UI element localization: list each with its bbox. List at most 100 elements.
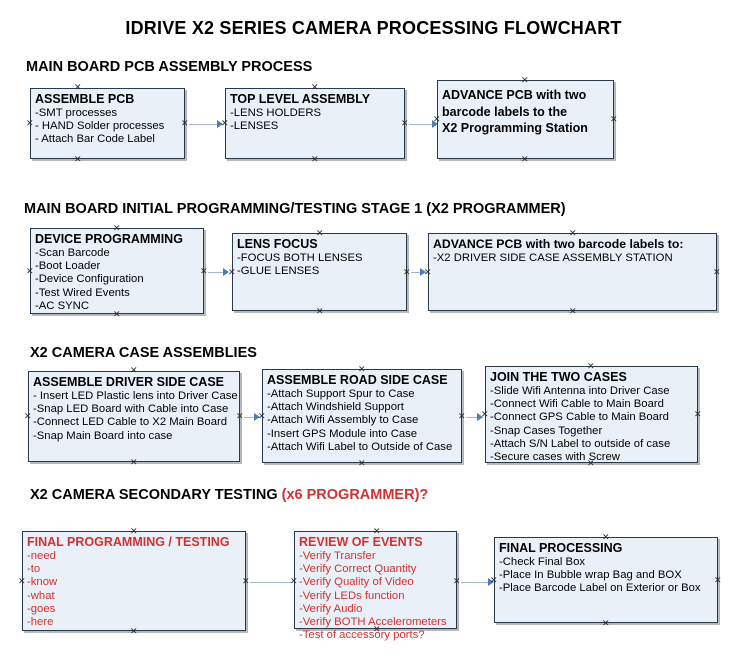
arrowhead-icon [488, 578, 494, 586]
box-device-programming[interactable]: DEVICE PROGRAMMING -Scan Barcode -Boot L… [30, 228, 204, 314]
box-final-programming-testing[interactable]: FINAL PROGRAMMING / TESTING -need -to -k… [22, 531, 246, 631]
handle-bottom-icon[interactable]: ✕ [311, 154, 319, 164]
box-line: -Scan Barcode [35, 247, 110, 259]
handle-bottom-icon[interactable]: ✕ [373, 624, 381, 634]
box-top-level-assembly[interactable]: TOP LEVEL ASSEMBLY -LENS HOLDERS -LENSES [225, 88, 405, 159]
box-line: -here [27, 616, 54, 629]
handle-right-icon[interactable]: ✕ [200, 266, 208, 276]
box-line: - HAND Solder processes [35, 120, 165, 133]
box-header: JOIN THE TWO CASES [490, 370, 627, 384]
box-join-the-two-cases[interactable]: JOIN THE TWO CASES -Slide Wifi Antenna i… [485, 366, 698, 463]
box-review-of-events[interactable]: REVIEW OF EVENTS -Verify Transfer -Verif… [294, 531, 457, 641]
handle-left-icon[interactable]: ✕ [424, 267, 432, 277]
arrowhead-icon [217, 120, 223, 128]
handle-top-icon[interactable]: ✕ [373, 526, 381, 536]
handle-bottom-icon[interactable]: ✕ [358, 458, 366, 468]
handle-left-icon[interactable]: ✕ [24, 411, 32, 421]
handle-left-icon[interactable]: ✕ [433, 114, 441, 124]
section-heading-x2-camera-case-assemblies: X2 CAMERA CASE ASSEMBLIES [30, 345, 257, 361]
box-line: -Place In Bubble wrap Bag and BOX [499, 569, 682, 582]
handle-right-icon[interactable]: ✕ [401, 118, 409, 128]
handle-top-icon[interactable]: ✕ [587, 361, 595, 371]
box-assemble-driver-side-case[interactable]: ASSEMBLE DRIVER SIDE CASE - Insert LED P… [28, 371, 240, 462]
handle-right-icon[interactable]: ✕ [453, 576, 461, 586]
arrowhead-icon [477, 413, 483, 421]
handle-top-icon[interactable]: ✕ [358, 364, 366, 374]
handle-right-icon[interactable]: ✕ [610, 114, 618, 124]
box-header: DEVICE PROGRAMMING [35, 232, 183, 246]
handle-bottom-icon[interactable]: ✕ [130, 457, 138, 467]
handle-left-icon[interactable]: ✕ [26, 266, 34, 276]
box-advance-pcb-to-driver-side-case-station[interactable]: ADVANCE PCB with two barcode labels to: … [428, 233, 717, 311]
handle-left-icon[interactable]: ✕ [258, 411, 266, 421]
box-line: -FOCUS BOTH LENSES [237, 252, 363, 264]
handle-bottom-icon[interactable]: ✕ [602, 618, 610, 628]
box-line: -Verify LEDs function [299, 589, 405, 602]
connector-final-programming-to-review-of-events [250, 582, 292, 583]
box-header: FINAL PROCESSING [499, 541, 623, 555]
box-line: -Verify BOTH Accelerometers [299, 616, 447, 629]
handle-right-icon[interactable]: ✕ [713, 267, 721, 277]
handle-right-icon[interactable]: ✕ [242, 576, 250, 586]
box-header: REVIEW OF EVENTS [299, 535, 423, 549]
handle-left-icon[interactable]: ✕ [26, 118, 34, 128]
handle-bottom-icon[interactable]: ✕ [521, 154, 529, 164]
section-heading-text: X2 CAMERA CASE ASSEMBLIES [30, 345, 257, 361]
box-line: barcode labels to the [442, 104, 568, 119]
box-line: -Verify Correct Quantity [299, 563, 417, 576]
handle-top-icon[interactable]: ✕ [130, 526, 138, 536]
box-line: ADVANCE PCB with two [442, 88, 587, 102]
box-line: -AC SYNC [35, 299, 89, 312]
box-line: -Verify Transfer [299, 550, 376, 562]
handle-right-icon[interactable]: ✕ [403, 267, 411, 277]
box-header: FINAL PROGRAMMING / TESTING [27, 535, 230, 549]
page-title: IDRIVE X2 SERIES CAMERA PROCESSING FLOWC… [125, 18, 622, 38]
handle-top-icon[interactable]: ✕ [602, 532, 610, 542]
box-final-processing[interactable]: FINAL PROCESSING -Check Final Box -Place… [494, 537, 718, 623]
handle-top-icon[interactable]: ✕ [316, 228, 324, 238]
handle-bottom-icon[interactable]: ✕ [569, 306, 577, 316]
handle-right-icon[interactable]: ✕ [458, 411, 466, 421]
section-heading-x2-camera-secondary-testing: X2 CAMERA SECONDARY TESTING (x6 PROGRAMM… [30, 487, 428, 503]
handle-left-icon[interactable]: ✕ [18, 576, 26, 586]
handle-left-icon[interactable]: ✕ [490, 575, 498, 585]
handle-top-icon[interactable]: ✕ [521, 75, 529, 85]
box-line: -Connect GPS Cable to Main Board [490, 411, 669, 424]
box-line: -to [27, 563, 41, 576]
handle-right-icon[interactable]: ✕ [181, 118, 189, 128]
box-lens-focus[interactable]: LENS FOCUS -FOCUS BOTH LENSES -GLUE LENS… [232, 233, 407, 311]
connector-road-side-case-to-join-two-cases [466, 417, 483, 418]
handle-right-icon[interactable]: ✕ [236, 411, 244, 421]
handle-top-icon[interactable]: ✕ [74, 82, 82, 92]
handle-right-icon[interactable]: ✕ [714, 575, 722, 585]
handle-bottom-icon[interactable]: ✕ [113, 309, 121, 319]
handle-top-icon[interactable]: ✕ [311, 82, 319, 92]
box-assemble-road-side-case[interactable]: ASSEMBLE ROAD SIDE CASE -Attach Support … [262, 369, 462, 463]
box-line: -what [27, 589, 55, 602]
connector-assemble-pcb-to-top-level-assembly [189, 124, 220, 125]
handle-top-icon[interactable]: ✕ [569, 228, 577, 238]
handle-left-icon[interactable]: ✕ [290, 576, 298, 586]
handle-top-icon[interactable]: ✕ [113, 223, 121, 233]
box-line: -LENSES [230, 120, 279, 133]
handle-top-icon[interactable]: ✕ [130, 365, 138, 375]
handle-left-icon[interactable]: ✕ [481, 409, 489, 419]
handle-right-icon[interactable]: ✕ [694, 409, 702, 419]
box-line: -GLUE LENSES [237, 265, 320, 278]
connector-top-level-assembly-to-advance-pcb [409, 124, 435, 125]
handle-bottom-icon[interactable]: ✕ [316, 306, 324, 316]
connector-lens-focus-to-advance-pcb [411, 272, 426, 273]
box-header: ASSEMBLE PCB [35, 92, 135, 106]
box-advance-pcb-to-x2-programming-station[interactable]: ADVANCE PCB with two barcode labels to t… [437, 80, 614, 159]
box-assemble-pcb[interactable]: ASSEMBLE PCB -SMT processes - HAND Solde… [30, 88, 185, 159]
arrowhead-icon [254, 413, 260, 421]
arrowhead-icon [420, 268, 426, 276]
handle-bottom-icon[interactable]: ✕ [130, 626, 138, 636]
handle-left-icon[interactable]: ✕ [228, 267, 236, 277]
handle-bottom-icon[interactable]: ✕ [587, 458, 595, 468]
box-line: -Boot Loader [35, 260, 101, 273]
handle-left-icon[interactable]: ✕ [221, 118, 229, 128]
handle-bottom-icon[interactable]: ✕ [74, 154, 82, 164]
section-heading-text: X2 CAMERA SECONDARY TESTING [30, 487, 282, 503]
